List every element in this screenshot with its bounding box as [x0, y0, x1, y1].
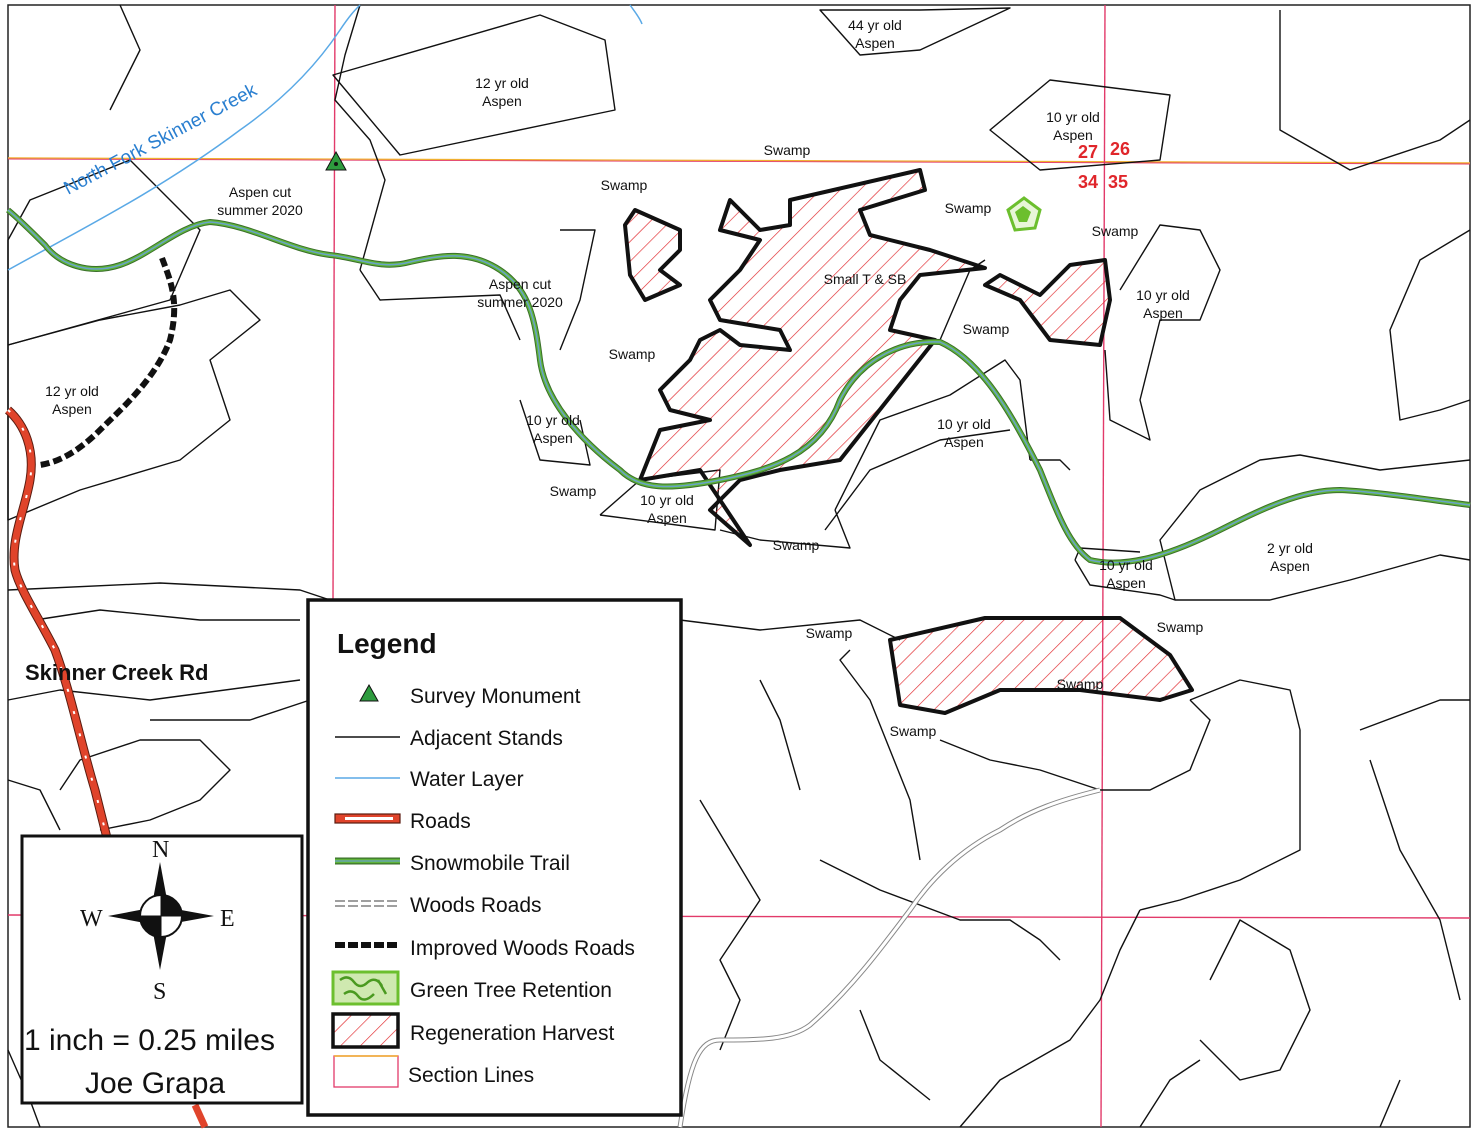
harvest-area-south	[888, 616, 1194, 715]
stand-label: Swamp	[945, 200, 992, 216]
legend-label: Roads	[410, 810, 471, 833]
compass-south-label: S	[153, 979, 166, 1005]
legend-item-improved-woods-roads: Improved Woods Roads	[335, 937, 635, 960]
green-tree-retention-area	[1006, 196, 1042, 232]
stand-label: Swamp	[1057, 676, 1104, 692]
legend-label: Water Layer	[410, 768, 524, 791]
legend-label: Regeneration Harvest	[410, 1022, 614, 1045]
legend-title: Legend	[337, 628, 437, 659]
stand-label: Swamp	[773, 537, 820, 553]
survey-monument-icon	[359, 683, 379, 702]
legend-label: Adjacent Stands	[410, 727, 563, 750]
legend-item-woods-roads: Woods Roads	[335, 894, 542, 917]
stand-label: Swamp	[1092, 223, 1139, 239]
stand-label: Swamp	[963, 321, 1010, 337]
survey-monument-icon	[325, 150, 347, 171]
stand-label: Swamp	[890, 723, 937, 739]
legend-box: Legend Survey Monument Adjacent Stands W…	[306, 598, 683, 1117]
harvest-area-east	[983, 258, 1112, 347]
compass-rose-icon	[108, 862, 214, 970]
section-number: 35	[1108, 172, 1128, 192]
stand-label: Swamp	[601, 177, 648, 193]
legend-label: Snowmobile Trail	[410, 852, 570, 875]
harvest-area-main	[638, 168, 987, 547]
section-number: 27	[1078, 142, 1098, 162]
legend-label: Survey Monument	[410, 685, 581, 708]
stand-label: Swamp	[806, 625, 853, 641]
harvest-area-west	[623, 208, 682, 302]
legend-item-section-lines: Section Lines	[333, 1055, 534, 1088]
legend-item-snowmobile-trail: Snowmobile Trail	[335, 852, 570, 875]
legend-item-roads: Roads	[334, 810, 471, 833]
scale-label: 1 inch = 0.25 miles	[24, 1024, 275, 1057]
skinner-creek-road	[8, 410, 209, 1129]
stand-label: Swamp	[1157, 619, 1204, 635]
section-numbers: 27 26 34 35	[1078, 139, 1130, 192]
legend-label: Section Lines	[408, 1064, 534, 1087]
road-label: Skinner Creek Rd	[25, 660, 208, 685]
compass-east-label: E	[220, 906, 235, 932]
legend-label: Green Tree Retention	[410, 979, 612, 1002]
author-label: Joe Grapa	[85, 1067, 225, 1100]
legend-label: Woods Roads	[410, 894, 542, 917]
adjacent-stand-boundaries	[7, 4, 1471, 1128]
legend-item-green-tree-retention: Green Tree Retention	[331, 970, 612, 1006]
legend-item-water-layer: Water Layer	[335, 768, 524, 791]
legend-item-adjacent-stands: Adjacent Stands	[335, 727, 563, 750]
regeneration-harvest-areas	[623, 168, 1194, 715]
creek	[7, 4, 643, 271]
stand-label: Swamp	[550, 483, 597, 499]
stand-label: Small T & SB	[824, 271, 907, 287]
compass-scale-box: N S W E 1 inch = 0.25 miles Joe Grapa	[20, 834, 304, 1105]
regeneration-harvest-swatch	[331, 1012, 400, 1049]
stand-label: Swamp	[609, 346, 656, 362]
section-number: 26	[1110, 139, 1130, 159]
legend-item-regeneration-harvest: Regeneration Harvest	[331, 1012, 614, 1049]
compass-west-label: W	[80, 906, 103, 932]
compass-north-label: N	[152, 837, 169, 863]
legend-label: Improved Woods Roads	[410, 937, 635, 960]
section-lines-swatch	[333, 1055, 399, 1088]
legend-item-survey-monument: Survey Monument	[359, 683, 581, 708]
section-number: 34	[1078, 172, 1098, 192]
stand-label: Swamp	[764, 142, 811, 158]
